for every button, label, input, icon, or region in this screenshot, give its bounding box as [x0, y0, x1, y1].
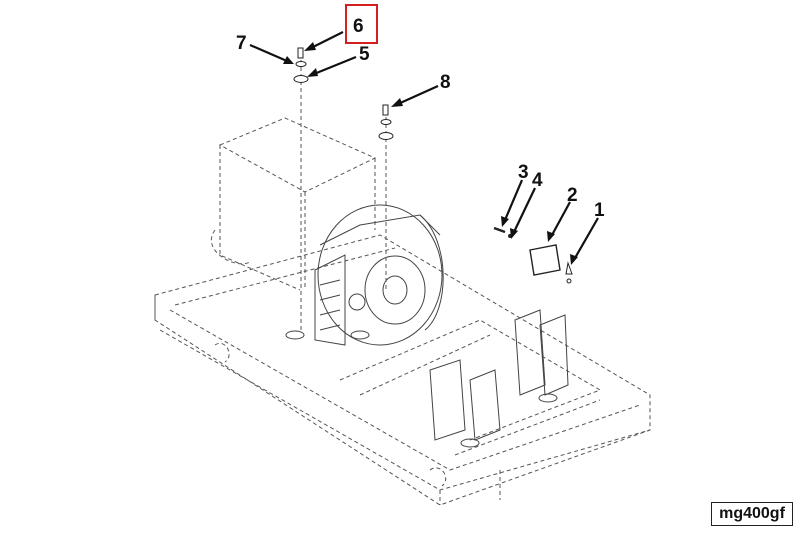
fastener-centerlines [300, 60, 387, 330]
callout-7: 7 [236, 33, 247, 54]
callout-2: 2 [567, 185, 578, 206]
callout-highlight-box [345, 4, 378, 44]
callout-6: 6 [353, 16, 364, 37]
callout-8: 8 [440, 72, 451, 93]
alternator-drum [317, 204, 444, 346]
callout-5: 5 [359, 44, 370, 65]
loose-parts-1-2-3-4 [493, 226, 573, 284]
leader-arrows [249, 31, 599, 265]
bolt-8 [378, 104, 394, 140]
callout-3: 3 [518, 162, 529, 183]
skid-base-frame [154, 234, 651, 506]
generator-housing [210, 117, 377, 291]
figure-id-label: mg400gf [711, 502, 793, 526]
terminal-block [314, 254, 366, 346]
bolt-5-6-7 [293, 47, 309, 83]
mounting-brackets [285, 309, 569, 448]
callout-1: 1 [594, 200, 605, 221]
callout-4: 4 [532, 170, 543, 191]
